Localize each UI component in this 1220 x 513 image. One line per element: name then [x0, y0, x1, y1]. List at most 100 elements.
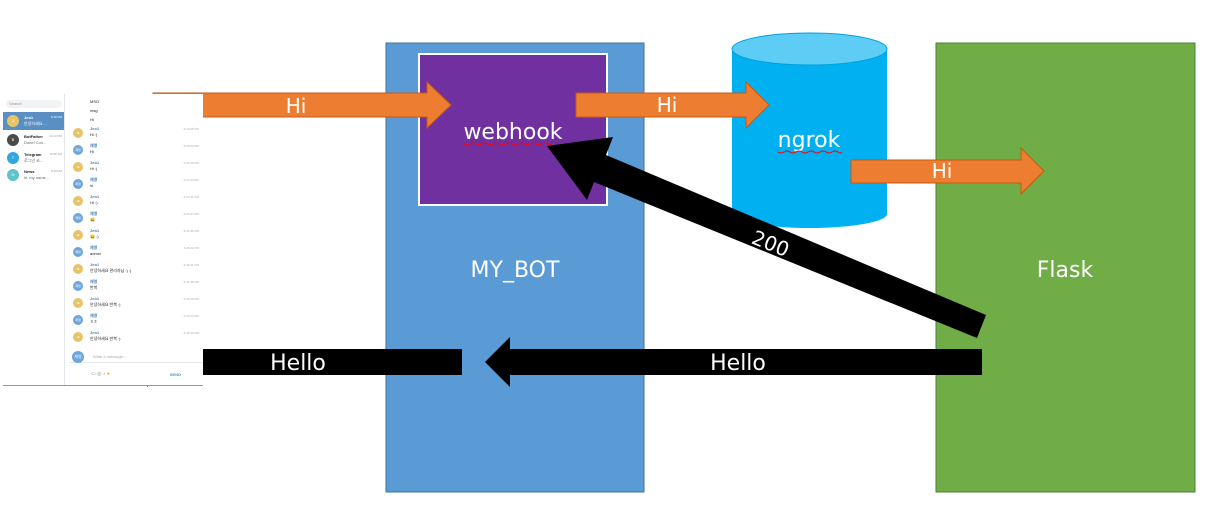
send-button[interactable]: SEND — [169, 372, 181, 377]
telegram-logo-icon: T — [7, 152, 19, 164]
chat-preview: hi, my name... — [24, 175, 50, 180]
message-time: 6:33:10 PM — [183, 297, 199, 301]
emoji-icon[interactable]: ● — [106, 371, 110, 377]
message-time: 6:22:20 PM — [183, 178, 199, 182]
message-row: JE Jeo1 안녕하세요 관리자님 :) :) 6:30:41 PM — [73, 262, 199, 278]
arrow-ngrok-to-flask — [850, 146, 1045, 196]
message-time: 6:34:22 PM — [183, 314, 199, 318]
chat-item[interactable]: J Jeo1 안녕하세요... 6:19 PM — [3, 112, 64, 130]
webhook-spellcheck-underline — [463, 142, 553, 146]
message-sender: Jeo1 — [90, 126, 100, 131]
avatar: 재영 — [73, 145, 83, 155]
avatar: JE — [73, 162, 83, 172]
message-input-area: 재영 Write a message... — [69, 350, 203, 363]
chat-time: 6:19 PM — [50, 115, 62, 119]
ngrok-cylinder-bottom — [732, 200, 887, 228]
ngrok-cylinder-top — [731, 32, 888, 66]
message-sender: Jeo1 — [90, 194, 100, 199]
message-sender: 재영 — [90, 143, 98, 148]
chat-name: News — [24, 169, 35, 174]
avatar: 재영 — [73, 179, 83, 189]
arrow-flask-to-bot-label: Hello — [710, 351, 766, 376]
chat-name: BotFather — [24, 134, 43, 139]
arrow-webhook-to-ngrok-label: Hi — [657, 93, 678, 117]
message-time: 6:21:00 PM — [183, 161, 199, 165]
message-row: JE Jeo1 안녕하세요 반복 :) 6:35:12 PM — [73, 330, 199, 346]
chat-preview: Done! Con... — [24, 140, 47, 145]
message-input[interactable]: Write a message... — [93, 354, 127, 359]
message-time: 6:20:02 PM — [183, 144, 199, 148]
arrow-bot-to-telegram — [123, 337, 462, 387]
message-text: 😀 :) — [90, 234, 99, 239]
flask-label: Flask — [1037, 258, 1094, 283]
avatar: JE — [73, 264, 83, 274]
message-sender: Jeo1 — [90, 160, 100, 165]
search-input[interactable]: Search — [6, 100, 62, 108]
ngrok-label: ngrok — [778, 128, 841, 153]
chat-item[interactable]: T Telegram 로그인 코... 10:35 AM — [3, 149, 64, 167]
arrow-telegram-to-webhook-label: Hi — [286, 94, 307, 118]
arrow-flask-to-bot — [485, 337, 982, 387]
message-text: Hi :) — [90, 166, 98, 171]
avatar: 재영 — [73, 281, 83, 291]
microphone-icon[interactable]: ♪ — [102, 371, 106, 377]
ngrok-cylinder-body — [732, 49, 887, 215]
camera-icon[interactable]: ◎ — [97, 371, 102, 377]
message-sender: Jeo1 — [90, 262, 100, 267]
message-text: Hi — [90, 149, 94, 154]
flask-box — [935, 42, 1196, 493]
avatar: JE — [73, 332, 83, 342]
message-row: JE Jeo1 Hi :) 6:21:00 PM — [73, 160, 199, 176]
message-row: JE Jeo1 Hi :) 6:19:05 PM — [73, 126, 199, 142]
avatar: 재영 — [72, 351, 84, 363]
chat-name: Telegram — [24, 152, 42, 157]
message-time: 6:19:05 PM — [183, 127, 199, 131]
message-text: HI :) — [90, 200, 98, 205]
arrow-ngrok-to-flask-label: Hi — [932, 159, 953, 183]
message-row: 재영 재영 Hi 6:20:02 PM — [73, 143, 199, 159]
message-sender: 재영 — [90, 279, 98, 284]
message-row: 재영 재영 hi 6:22:20 PM — [73, 177, 199, 193]
avatar: B — [7, 134, 19, 146]
telegram-sidebar: Search J Jeo1 안녕하세요... 6:19 PM B BotFath… — [3, 94, 65, 385]
avatar: 재영 — [73, 247, 83, 257]
message-row: JE Jeo1 HI :) 6:23:41 PM — [73, 194, 199, 210]
message-text: 😀 — [90, 217, 95, 222]
chat-time: 9:30 PM — [50, 169, 62, 173]
message-time: 6:30:41 PM — [183, 263, 199, 267]
message-sender: Jeo1 — [90, 330, 100, 335]
message-time: 6:24:07 PM — [183, 212, 199, 216]
message-text: Hi — [90, 117, 94, 122]
avatar: 재영 — [73, 315, 83, 325]
message-sender: Jeo1 — [90, 228, 100, 233]
composer-toolbar: ▭ ◎ ♪ ● — [91, 371, 110, 377]
chat-item[interactable]: N News hi, my name... 9:30 PM — [3, 166, 64, 184]
message-text: 반복 — [90, 285, 98, 290]
message-row: JE Jeo1 😀 :) 6:25:36 PM — [73, 228, 199, 244]
message-text: admin — [90, 251, 101, 256]
message-text: hi — [90, 183, 94, 188]
chat-time: 10:35 AM — [49, 152, 62, 156]
chat-name: Jeo1 — [24, 115, 34, 120]
webhook-label: webhook — [463, 120, 562, 145]
message-text: msg — [90, 108, 98, 113]
message-text: 안녕하세요 반복 :) — [90, 302, 121, 307]
message-text: MSG — [90, 99, 100, 104]
chat-item[interactable]: B BotFather Done! Con... 11:13 PM — [3, 131, 64, 149]
chat-preview: 안녕하세요... — [24, 121, 46, 126]
message-time: 6:35:12 PM — [183, 331, 199, 335]
message-time: 6:31:39 PM — [183, 280, 199, 284]
avatar: JE — [73, 230, 83, 240]
message-row: 재영 재영 반복 6:31:39 PM — [73, 279, 199, 295]
message-sender: Jeo1 — [90, 296, 100, 301]
folder-icon[interactable]: ▭ — [91, 371, 96, 377]
my-bot-label: MY_BOT — [471, 258, 560, 283]
ngrok-spellcheck-underline — [777, 150, 843, 154]
message-time: 6:23:41 PM — [183, 195, 199, 199]
telegram-window: Search J Jeo1 안녕하세요... 6:19 PM B BotFath… — [3, 94, 203, 386]
arrow-bot-to-telegram-label: Hello — [270, 351, 326, 376]
message-time: 6:25:36 PM — [183, 229, 199, 233]
avatar: JE — [73, 128, 83, 138]
message-sender: 재영 — [90, 313, 98, 318]
